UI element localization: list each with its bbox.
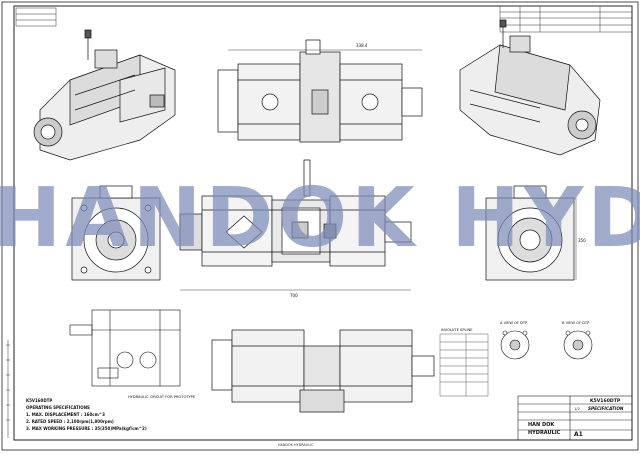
view-b-label: B VIEW OF DTP xyxy=(562,321,590,325)
view-b-detail xyxy=(563,330,593,360)
spline-table-title: INVOLUTE SPLINE xyxy=(441,328,473,332)
circuit-caption: HYDRAULIC CIRCUIT FOR PROTOTYPE xyxy=(128,395,196,399)
spec-model: K5V160DTP xyxy=(26,398,52,403)
footer-text: HANDOK HYDRAULIC xyxy=(278,443,314,447)
spec-heading: OPERATING SPECIFICATIONS xyxy=(26,405,90,410)
dim-top: 338.4 xyxy=(356,43,368,48)
left-ruler xyxy=(6,340,10,438)
title-doc-type: SPECIFICATION xyxy=(588,406,624,411)
title-scale: 1/2 xyxy=(574,407,580,411)
isometric-view-right xyxy=(459,19,601,156)
spline-table xyxy=(439,333,489,397)
top-left-stamp xyxy=(15,7,57,27)
spec-item-2: 2. RATED SPEED : 2,100rpm(1,800rpm) xyxy=(26,419,114,424)
isometric-view-left xyxy=(33,29,176,161)
spec-item-1: 1. MAX. DISPLACEMENT : 160cm^3 xyxy=(26,412,105,417)
view-a-detail xyxy=(500,330,530,360)
title-company-1: HAN DOK xyxy=(528,422,555,428)
top-view xyxy=(217,39,423,143)
dim-overall: 700 xyxy=(290,293,298,298)
revision-table xyxy=(499,5,633,33)
hydraulic-circuit xyxy=(69,309,181,387)
right-end-view xyxy=(485,185,577,281)
title-company-2: HYDRAULIC xyxy=(528,430,561,436)
title-sheet-size: A1 xyxy=(574,431,583,438)
left-end-view xyxy=(71,185,161,281)
front-view xyxy=(179,159,412,291)
spec-item-3: 3. MAX WORKING PRESSURE : 35(350)MPa(kgf… xyxy=(26,426,147,431)
title-block-frame xyxy=(517,395,633,441)
dim-side: 350 xyxy=(578,238,586,243)
inner-border xyxy=(13,5,633,441)
bottom-view xyxy=(211,329,435,413)
title-model: K5V160DTP xyxy=(590,398,621,404)
view-a-label: A VIEW OF DTP xyxy=(500,321,528,325)
watermark: HANDOK HYD xyxy=(0,171,640,266)
